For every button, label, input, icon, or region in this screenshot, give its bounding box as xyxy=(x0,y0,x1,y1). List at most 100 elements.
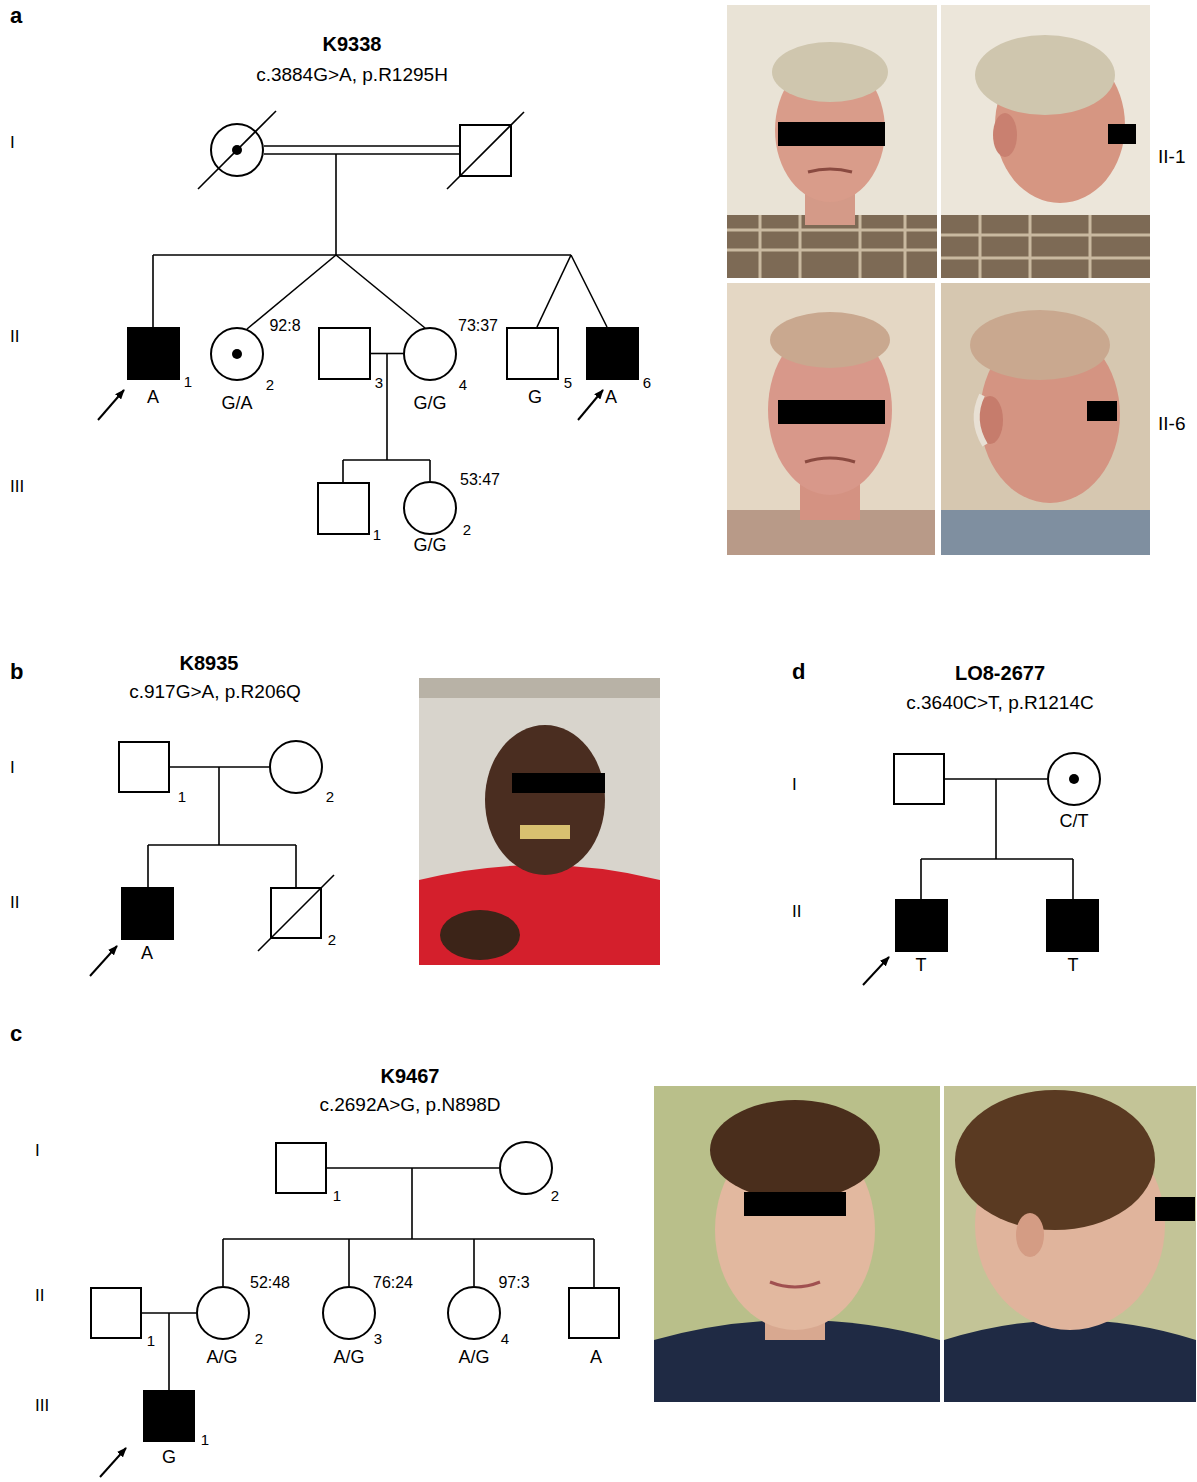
pedigree-square: 1 xyxy=(90,1287,142,1339)
patient-photo xyxy=(970,310,1110,380)
circle-outline xyxy=(499,1141,553,1195)
descent-lines xyxy=(152,255,154,327)
patient-photo xyxy=(778,400,885,424)
family-id: K8935 xyxy=(180,652,239,674)
mating-line xyxy=(371,353,403,355)
patient-photo xyxy=(727,283,935,555)
pedigree-circle: 2 xyxy=(499,1141,553,1195)
patient-photo xyxy=(975,35,1115,115)
mating-line xyxy=(371,353,403,354)
descent-lines xyxy=(537,255,571,327)
square-outline xyxy=(896,900,947,951)
panel-letter: a xyxy=(10,4,22,28)
circle-outline xyxy=(323,1287,375,1339)
patient-photo xyxy=(941,283,1150,555)
patient-photo xyxy=(419,678,660,698)
pedigree-circle: 92:82G/A xyxy=(210,327,264,381)
photo-label: II-6 xyxy=(1158,414,1185,435)
individual-label: 2 xyxy=(255,1331,263,1348)
square-marks xyxy=(568,1287,620,1339)
square-marks xyxy=(127,327,180,380)
patient-photo xyxy=(485,725,605,875)
mating-line xyxy=(327,1168,499,1169)
circle-outline xyxy=(404,328,456,380)
square-outline xyxy=(91,1288,141,1338)
patient-photo xyxy=(1087,401,1117,421)
circle-outline xyxy=(210,327,264,381)
proband-arrows xyxy=(90,946,117,976)
square-outline xyxy=(144,1391,194,1441)
generation-numeral: II xyxy=(35,1287,44,1306)
proband-arrows xyxy=(98,390,124,420)
generation-numeral: I xyxy=(10,759,15,778)
panel-letter: d xyxy=(792,660,805,684)
circle-outline xyxy=(447,1286,501,1340)
individual-label: G/G xyxy=(413,394,446,414)
square-marks xyxy=(275,1142,327,1194)
mating-line xyxy=(945,779,1047,780)
mating-line xyxy=(264,146,459,154)
descent-lines xyxy=(386,354,388,460)
pedigree-square xyxy=(459,124,512,177)
individual-label: G xyxy=(162,1448,176,1468)
circle-outline xyxy=(1048,753,1100,805)
individual-label: 52:48 xyxy=(250,1274,290,1292)
patient-photo xyxy=(977,395,985,445)
patient-photo xyxy=(419,865,660,965)
mating-line xyxy=(170,766,269,768)
pedigree-square: 5G xyxy=(506,327,559,380)
circle-outline xyxy=(196,1286,250,1340)
patient-photo xyxy=(419,678,660,965)
patient-photo xyxy=(941,5,1150,278)
patient-photo xyxy=(440,910,520,960)
patient-photo xyxy=(1016,1213,1044,1257)
descent-lines xyxy=(473,1239,475,1286)
individual-label: 3 xyxy=(375,375,383,392)
patient-photo xyxy=(955,1090,1155,1230)
generation-numeral: II xyxy=(792,903,801,922)
square-marks xyxy=(121,887,174,940)
descent-lines xyxy=(593,1239,595,1287)
pedigree-square: 6A xyxy=(586,327,639,380)
deceased-slash xyxy=(258,875,334,951)
pedigree-square xyxy=(893,753,945,805)
patient-photo xyxy=(941,215,1150,278)
individual-label: 97:3 xyxy=(498,1274,529,1292)
individual-label: 2 xyxy=(326,789,334,806)
individual-label: A/G xyxy=(206,1348,237,1368)
descent-lines xyxy=(1072,859,1074,899)
individual-label: 1 xyxy=(178,789,186,806)
individual-label: T xyxy=(916,956,927,976)
descent-lines xyxy=(571,255,607,327)
patient-photo xyxy=(727,5,937,278)
circle-outline xyxy=(448,1287,500,1339)
square-outline xyxy=(318,483,369,534)
square-marks xyxy=(586,327,639,380)
mating-line xyxy=(264,145,459,147)
mating-line xyxy=(170,767,269,768)
patient-photo xyxy=(993,113,1017,157)
individual-label: A xyxy=(605,388,617,408)
patient-photo xyxy=(520,825,570,839)
patient-photo xyxy=(941,283,1150,555)
pedigree-circle: 52:482A/G xyxy=(196,1286,250,1340)
individual-label: A xyxy=(141,944,153,964)
square-marks xyxy=(1046,899,1099,952)
patient-photo xyxy=(1155,1197,1195,1221)
pedigree-circle: 53:472G/G xyxy=(403,481,457,535)
mating-line xyxy=(142,1312,196,1314)
pedigree-circle: 97:34A/G xyxy=(447,1286,501,1340)
generation-numeral: I xyxy=(792,776,797,795)
individual-label: A/G xyxy=(333,1348,364,1368)
patient-photo xyxy=(744,1192,846,1216)
descent-lines xyxy=(995,779,997,859)
mating-line xyxy=(327,1167,499,1169)
patient-photo xyxy=(941,510,1150,555)
individual-label: 2 xyxy=(266,377,274,394)
square-outline xyxy=(1047,900,1098,951)
descent-lines xyxy=(148,844,296,846)
individual-label: 73:37 xyxy=(458,317,498,335)
generation-numeral: III xyxy=(10,478,24,497)
square-marks xyxy=(270,887,322,939)
square-marks xyxy=(318,327,371,380)
